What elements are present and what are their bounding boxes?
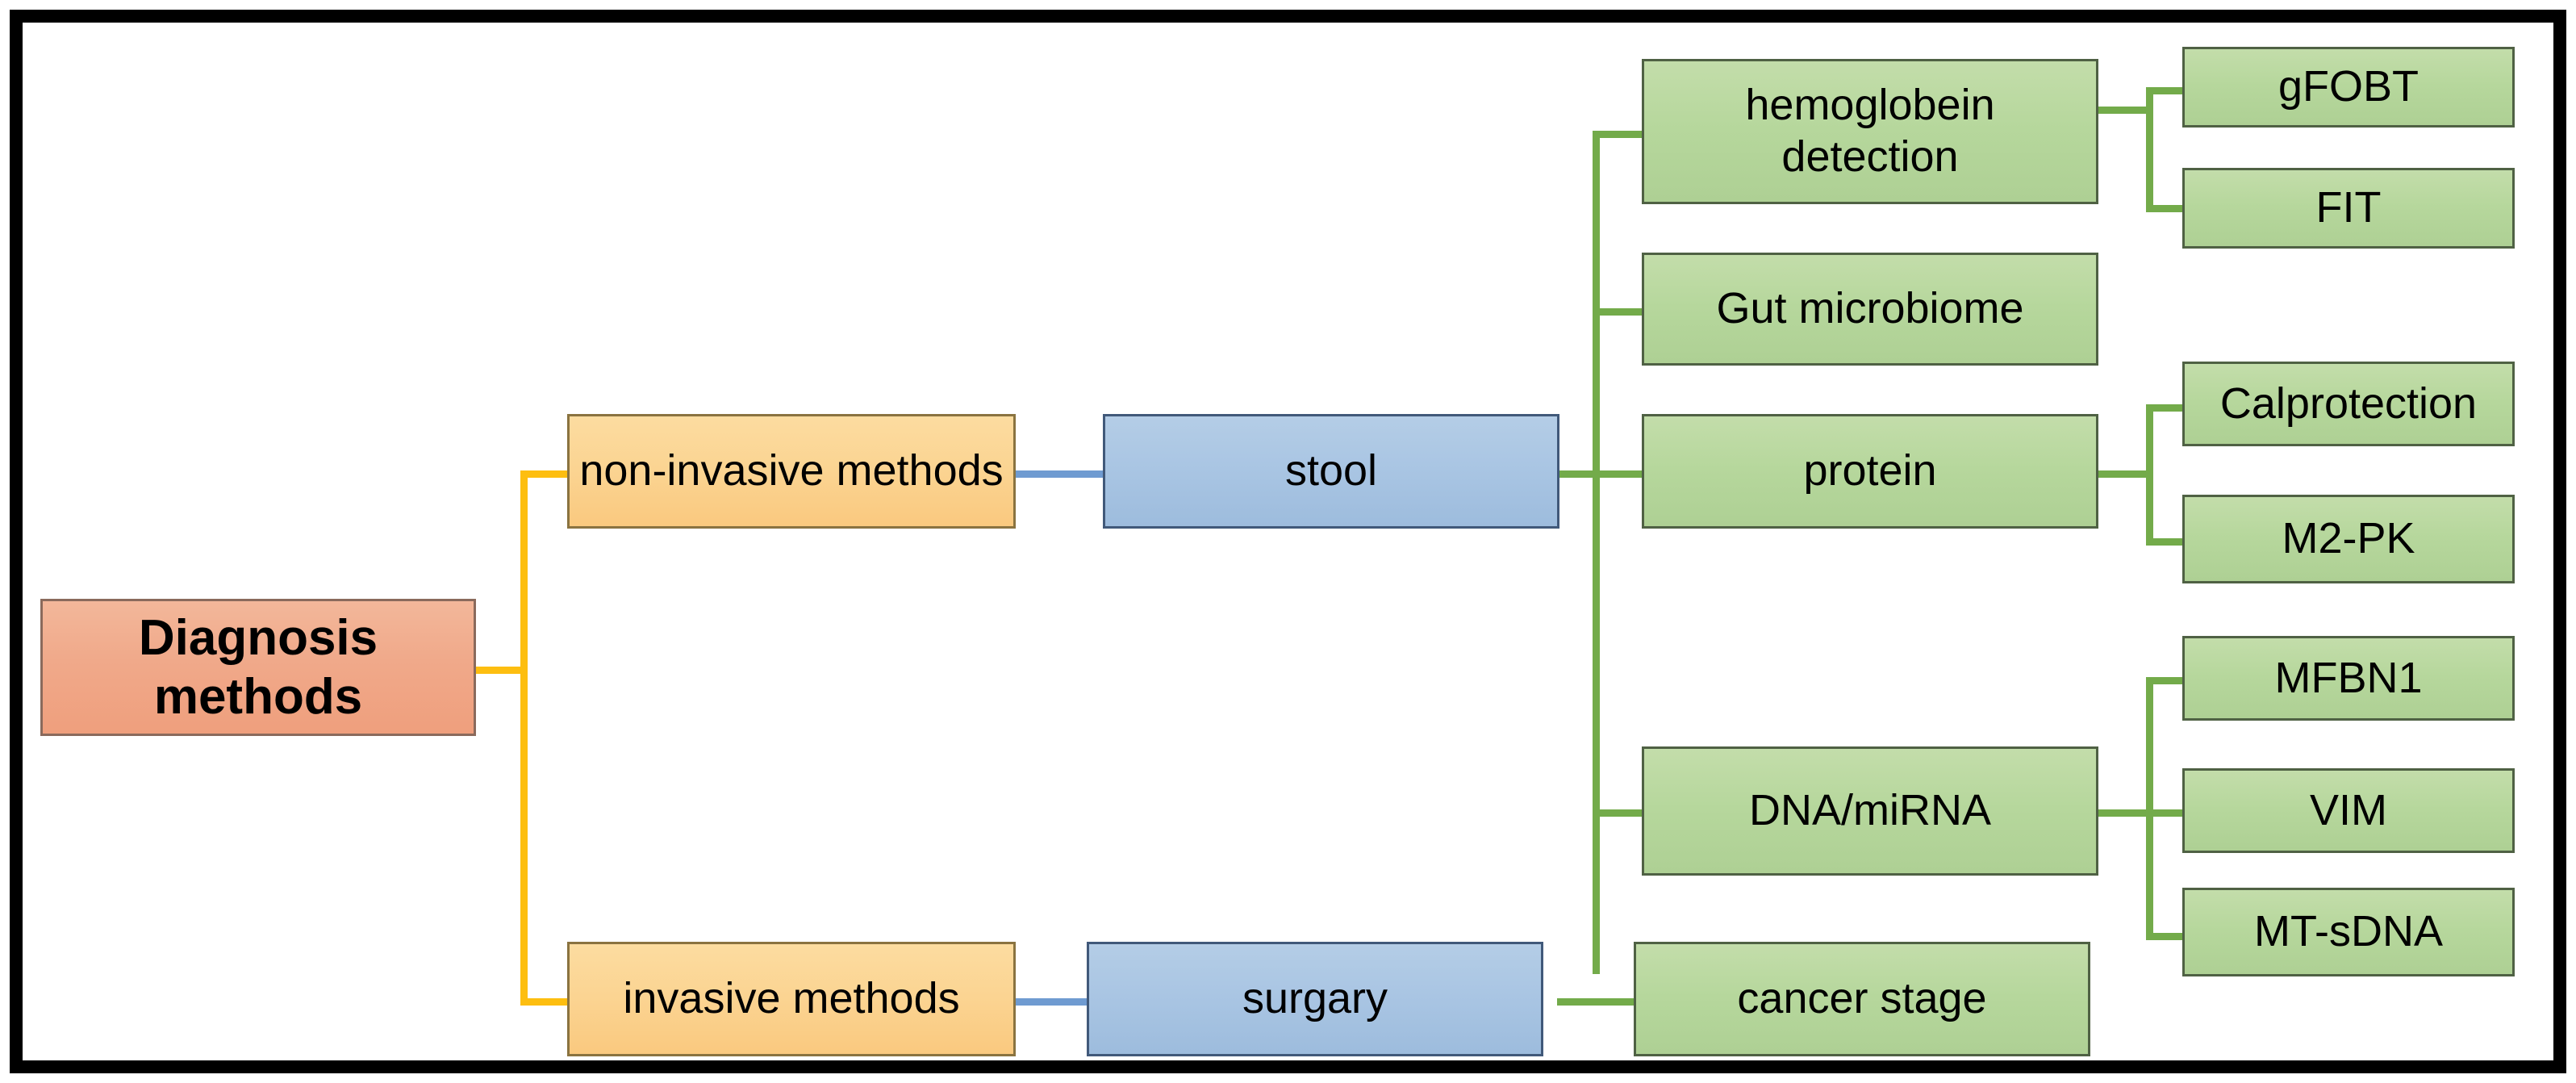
node-protein[interactable]: protein (1642, 414, 2098, 529)
node-calprotection[interactable]: Calprotection (2182, 362, 2515, 446)
connector-stool-to-protein (1593, 470, 1645, 478)
connector-root-stem (474, 667, 528, 674)
connector-dna-mirna-trunk (2146, 677, 2153, 940)
diagram-frame (10, 10, 2566, 1073)
connector-root-to-invasive (520, 998, 589, 1006)
node-non-invasive-methods[interactable]: non-invasive methods (567, 414, 1016, 529)
connector-hemoglobein-stem (2098, 107, 2153, 114)
node-gfobt[interactable]: gFOBT (2182, 47, 2515, 128)
connector-protein-to-calprotection (2146, 404, 2215, 412)
connector-noninvasive-to-stool (1015, 470, 1104, 478)
node-gut-microbiome[interactable]: Gut microbiome (1642, 253, 2098, 366)
connector-hemoglobein-trunk (2146, 87, 2153, 212)
connector-protein-stem (2098, 470, 2153, 478)
node-surgary[interactable]: surgary (1087, 942, 1543, 1056)
node-mt-sdna[interactable]: MT-sDNA (2182, 888, 2515, 976)
connector-root-to-noninvasive (520, 470, 589, 478)
connector-stool-to-gut-microbiome (1593, 308, 1645, 316)
connector-stool-to-dna-mirna (1593, 809, 1645, 817)
connector-stool-to-hemoglobein (1593, 131, 1645, 138)
connector-hemoglobein-to-fit (2146, 205, 2215, 212)
node-fit[interactable]: FIT (2182, 168, 2515, 249)
node-diagnosis-methods[interactable]: Diagnosis methods (40, 599, 476, 736)
connector-stool-trunk (1593, 131, 1600, 974)
node-mfbn1[interactable]: MFBN1 (2182, 636, 2515, 721)
connector-invasive-to-surgary (1015, 998, 1088, 1006)
connector-root-trunk (520, 470, 528, 1006)
node-stool[interactable]: stool (1103, 414, 1559, 529)
node-vim[interactable]: VIM (2182, 768, 2515, 853)
connector-protein-trunk (2146, 404, 2153, 546)
node-hemoglobein-detection[interactable]: hemoglobein detection (1642, 59, 2098, 204)
connector-dna-mirna-to-mfbn1 (2146, 677, 2215, 684)
node-dna-mirna[interactable]: DNA/miRNA (1642, 746, 2098, 876)
connector-hemoglobein-to-gfobt (2146, 87, 2215, 94)
connector-protein-to-m2pk (2146, 538, 2215, 546)
connector-dna-mirna-to-mt-sdna (2146, 933, 2215, 940)
node-cancer-stage[interactable]: cancer stage (1634, 942, 2090, 1056)
connector-dna-mirna-to-vim (2146, 809, 2215, 817)
node-invasive-methods[interactable]: invasive methods (567, 942, 1016, 1056)
connector-surgary-to-cancer-stage (1557, 998, 1646, 1006)
node-m2pk[interactable]: M2-PK (2182, 495, 2515, 583)
connector-dna-mirna-stem (2098, 809, 2153, 817)
